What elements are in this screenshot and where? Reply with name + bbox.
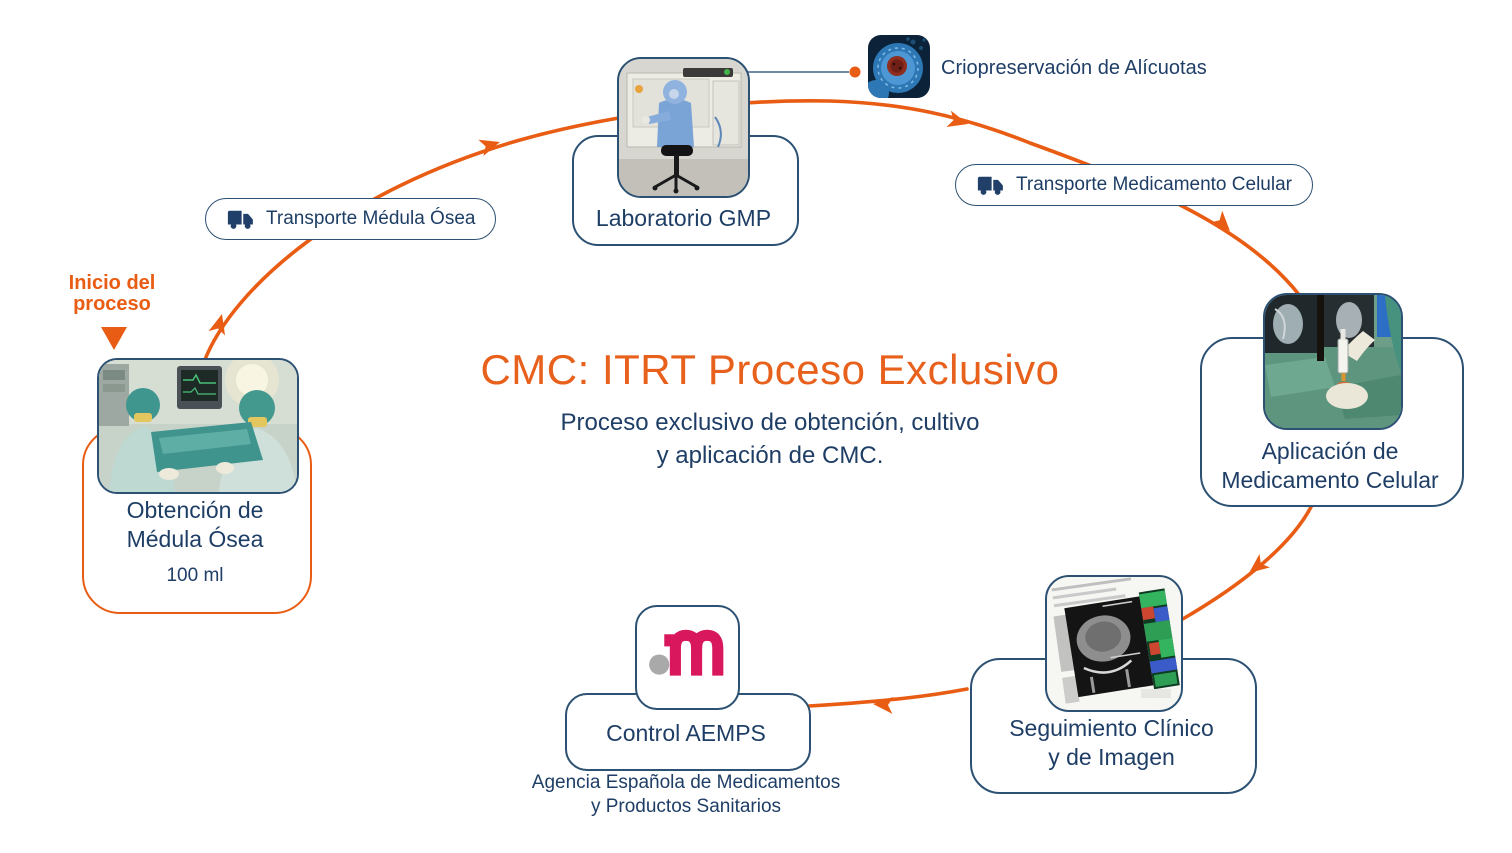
mri-scan bbox=[1064, 588, 1180, 698]
start-label-line-1: Inicio del bbox=[68, 272, 156, 294]
surgery-scene-illustration bbox=[99, 360, 297, 492]
crio-connector-dot bbox=[849, 66, 861, 78]
cell-injection-illustration bbox=[1265, 295, 1401, 428]
seguimiento-label-line-2: y de Imagen bbox=[1048, 744, 1175, 771]
aemps-caption-line-2: y Productos Sanitarios bbox=[590, 796, 782, 817]
page-title: CMC: ITRT Proceso Exclusivo bbox=[480, 346, 1060, 393]
flow-arc-bottom bbox=[807, 687, 969, 708]
flow-arc-right bbox=[1179, 503, 1314, 622]
aemps-logo-mark bbox=[649, 629, 724, 676]
laboratorio-label: Laboratorio GMP bbox=[595, 205, 772, 231]
seguimiento-label: Seguimiento Clínico y de Imagen bbox=[970, 714, 1253, 773]
start-of-process-label: Inicio del proceso bbox=[52, 273, 172, 315]
cell-thumbnail bbox=[868, 35, 930, 98]
start-label-line-2: proceso bbox=[73, 293, 151, 315]
obtencion-photo bbox=[97, 358, 299, 494]
obtencion-label-line-2: Médula Ósea bbox=[126, 526, 264, 553]
start-pointer-icon bbox=[101, 327, 127, 350]
transporte-medula-badge: Transporte Médula Ósea bbox=[205, 198, 497, 240]
cell-microscopy-illustration bbox=[868, 35, 930, 98]
subtitle-line-1: Proceso exclusivo de obtención, cultivo bbox=[560, 409, 980, 436]
truck-icon bbox=[977, 176, 1003, 195]
truck-icon bbox=[227, 210, 253, 229]
aplicacion-label-line-1: Aplicación de bbox=[1261, 438, 1399, 464]
page-subtitle: Proceso exclusivo de obtención, cultivo … bbox=[440, 406, 1100, 472]
aplicacion-label-line-2: Medicamento Celular bbox=[1221, 467, 1439, 494]
aplicacion-label: Aplicación de Medicamento Celular bbox=[1200, 437, 1460, 496]
aemps-logo bbox=[635, 605, 740, 710]
mri-report-illustration bbox=[1047, 577, 1181, 710]
subtitle-line-2: y aplicación de CMC. bbox=[656, 442, 884, 469]
laboratorio-photo bbox=[617, 57, 750, 198]
seguimiento-photo bbox=[1045, 575, 1183, 712]
control-aemps-label: Control AEMPS bbox=[606, 720, 766, 746]
report-lines bbox=[1051, 577, 1132, 704]
criopreservacion-label: Criopreservación de Alícuotas bbox=[941, 57, 1207, 79]
transporte-medicamento-label: Transporte Medicamento Celular bbox=[1016, 174, 1292, 195]
obtencion-volume: 100 ml bbox=[166, 565, 224, 586]
gmp-lab-illustration bbox=[619, 59, 748, 196]
aemps-caption-line-1: Agencia Española de Medicamentos bbox=[531, 772, 841, 793]
obtencion-label-line-1: Obtención de bbox=[126, 497, 264, 523]
transporte-medula-label: Transporte Médula Ósea bbox=[266, 208, 476, 229]
flow-arrowheads bbox=[208, 110, 1270, 714]
aplicacion-photo bbox=[1263, 293, 1403, 430]
transporte-medicamento-badge: Transporte Medicamento Celular bbox=[955, 164, 1313, 206]
seguimiento-label-line-1: Seguimiento Clínico bbox=[1009, 715, 1214, 741]
obtencion-label: Obtención de Médula Ósea bbox=[82, 496, 308, 555]
aemps-caption: Agencia Española de Medicamentos y Produ… bbox=[530, 771, 842, 819]
